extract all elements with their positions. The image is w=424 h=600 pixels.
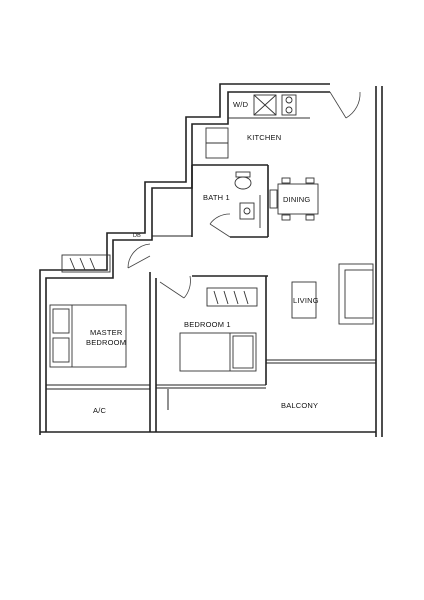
master-bedroom-furniture: [49, 254, 127, 368]
label-balcony: BALCONY: [281, 401, 318, 410]
label-dining: DINING: [283, 195, 310, 204]
label-living: LIVING: [293, 296, 319, 305]
label-master-line2: BEDROOM: [86, 338, 126, 347]
bedroom1-furniture: [179, 287, 258, 372]
label-bedroom1: BEDROOM 1: [184, 320, 231, 329]
label-master-line1: MASTER: [90, 328, 123, 337]
room-labels: W/D KITCHEN BATH 1 DINING DB LIVING MAST…: [86, 100, 319, 415]
interior-walls: [46, 164, 376, 432]
label-wd: W/D: [233, 100, 249, 109]
living-furniture: [291, 263, 374, 325]
dining-set: [269, 177, 319, 221]
outer-walls: [39, 83, 383, 437]
bath-fixtures: [234, 171, 261, 228]
label-bath1: BATH 1: [203, 193, 230, 202]
label-ac: A/C: [93, 406, 106, 415]
label-db: DB: [133, 233, 141, 239]
kitchen-fixtures: [205, 94, 310, 159]
label-kitchen: KITCHEN: [247, 133, 281, 142]
doors: [127, 91, 361, 299]
